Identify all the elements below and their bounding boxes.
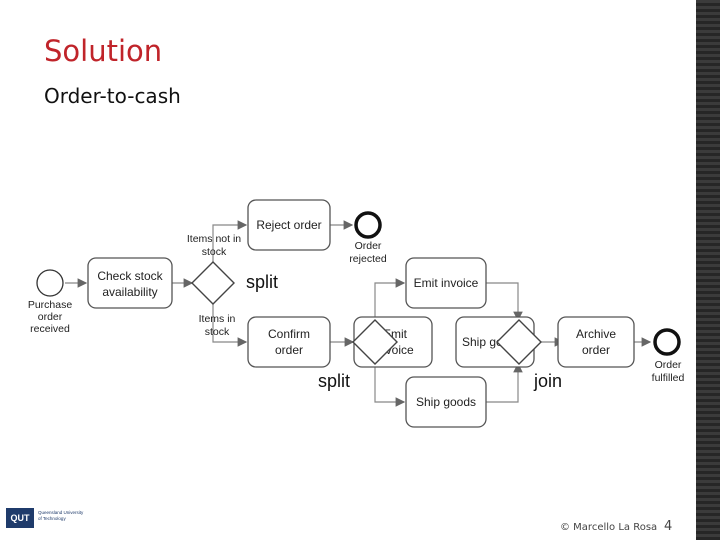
- task-emit-invoice-top-label: Emit invoice: [414, 276, 479, 290]
- annotation-split-bottom: split: [318, 371, 350, 391]
- page-number: 4: [664, 519, 673, 534]
- end-rejected-label-1: Order: [355, 240, 382, 252]
- qut-logo: QUT Queensland University of Technology: [6, 508, 96, 534]
- task-archive-order-label-2: order: [582, 343, 610, 357]
- task-reject-order-label: Reject order: [256, 218, 321, 232]
- flow-emit-to-join: [486, 282, 523, 322]
- task-confirm-order-label-2: order: [275, 343, 303, 357]
- logo-mark: QUT: [6, 508, 34, 528]
- condition-in-stock-2: stock: [205, 326, 230, 338]
- end-fulfilled-label-2: fulfilled: [652, 372, 685, 384]
- flow-gateway-to-confirm: [212, 304, 248, 347]
- task-confirm-order-label-1: Confirm: [268, 327, 310, 341]
- start-event-label-2: order: [38, 311, 63, 323]
- task-ship-goods-bottom: [405, 376, 487, 428]
- annotation-join: join: [533, 371, 562, 391]
- order-to-cash-diagram: Purchase order received Check stock avai…: [28, 199, 685, 428]
- logo-line-2: of Technology: [38, 516, 66, 521]
- start-event-label-3: received: [30, 323, 70, 335]
- slide-subtitle: Order-to-cash: [44, 84, 181, 108]
- end-fulfilled-label-1: Order: [655, 359, 682, 371]
- and-join-gateway: [496, 319, 542, 365]
- task-confirm-order: [247, 316, 331, 368]
- condition-in-stock-1: Items in: [199, 313, 236, 325]
- logo-line-1: Queensland University: [38, 510, 84, 515]
- task-emit-invoice-top: [405, 257, 487, 309]
- flow-split-to-emit: [374, 278, 406, 320]
- task-check-stock-label-2: availability: [102, 285, 157, 299]
- flow-ship-to-join: [486, 362, 523, 403]
- start-event: [36, 269, 64, 297]
- flow-gateway-to-reject: [212, 220, 248, 262]
- end-event-fulfilled: [653, 328, 681, 356]
- annotation-split-top: split: [246, 272, 278, 292]
- end-rejected-label-2: rejected: [349, 253, 387, 265]
- task-archive-order: [557, 316, 635, 368]
- task-check-stock: [87, 257, 173, 309]
- and-split-gateway: [352, 319, 398, 365]
- decorative-border: [696, 0, 720, 540]
- flow-split-to-ship: [374, 364, 406, 407]
- condition-not-in-stock-1: Items not in: [187, 233, 241, 245]
- logo-text: Queensland University of Technology: [38, 510, 100, 522]
- task-reject-order: [247, 199, 331, 251]
- task-check-stock-label-1: Check stock: [97, 269, 163, 283]
- footer-credit: © Marcello La Rosa: [560, 522, 658, 533]
- condition-not-in-stock-2: stock: [202, 246, 227, 258]
- start-event-label-1: Purchase: [28, 299, 73, 311]
- task-ship-goods-bottom-label: Ship goods: [416, 395, 476, 409]
- slide-title: Solution: [44, 34, 163, 68]
- sequence-flows: [65, 220, 652, 407]
- xor-gateway-stock: [191, 261, 235, 305]
- end-event-rejected: [354, 211, 382, 239]
- task-archive-order-label-1: Archive: [576, 327, 616, 341]
